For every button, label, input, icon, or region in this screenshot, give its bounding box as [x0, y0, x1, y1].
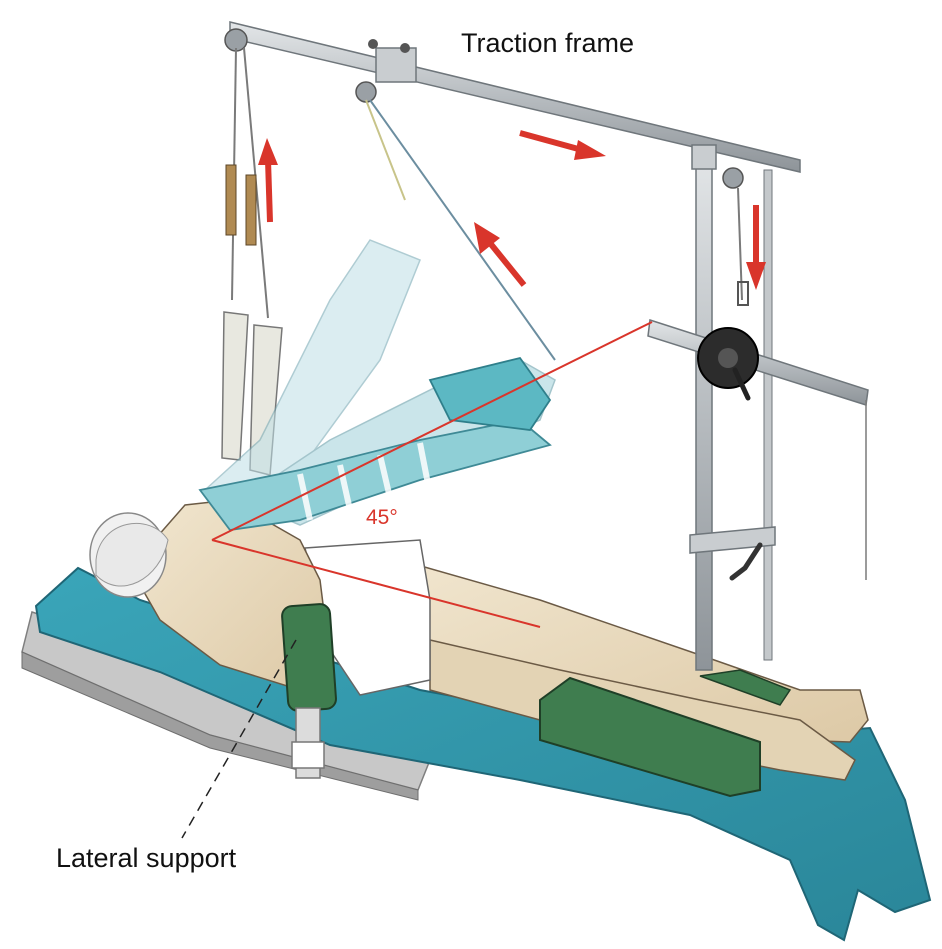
traction-frame: [221, 21, 869, 671]
patient: [89, 499, 869, 781]
leg-support-pad: [539, 669, 792, 798]
lateral-support-label: Lateral support: [56, 843, 237, 873]
traction-frame-label: Traction frame: [461, 28, 635, 58]
arrow-down-weight: [746, 205, 766, 290]
arrow-along-cord: [474, 222, 527, 287]
arrow-along-beam: [519, 130, 606, 160]
angle-indicator: [211, 321, 653, 628]
lateral-support-pad: [281, 603, 337, 779]
arrow-up-left-cord: [258, 138, 278, 223]
lateral-support-leader: [181, 639, 297, 839]
angle-label: 45°: [366, 506, 398, 529]
